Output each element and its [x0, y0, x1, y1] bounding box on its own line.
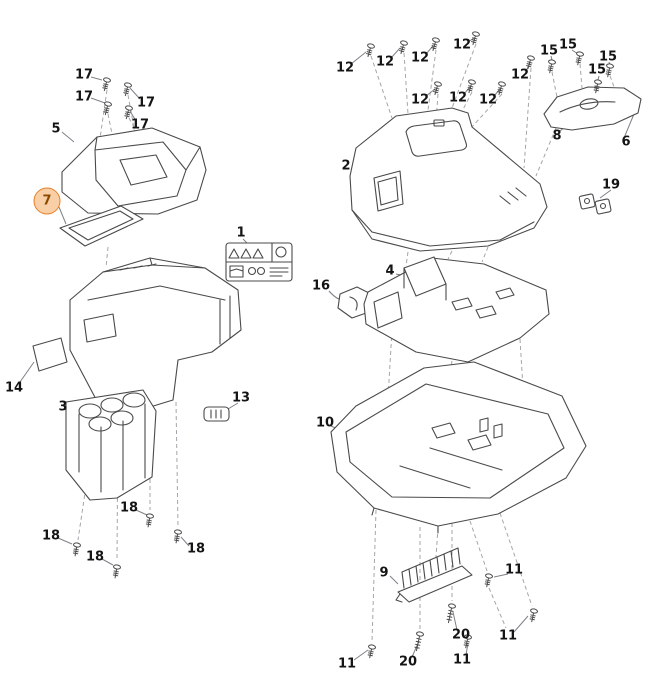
part-callout-17[interactable]: 17	[136, 95, 156, 111]
part-19-connectors[interactable]	[578, 193, 612, 215]
part-callout-12[interactable]: 12	[452, 37, 472, 53]
part-callout-12[interactable]: 12	[335, 60, 355, 76]
part-callout-16[interactable]: 16	[311, 278, 331, 294]
part-callout-19[interactable]: 19	[601, 177, 621, 193]
part-callout-12[interactable]: 12	[448, 90, 468, 106]
part-callout-18[interactable]: 18	[119, 500, 139, 516]
part-callout-17[interactable]: 17	[130, 117, 150, 133]
part-callout-12[interactable]: 12	[375, 54, 395, 70]
part-callout-9[interactable]: 9	[379, 565, 389, 581]
part-callout-18[interactable]: 18	[85, 549, 105, 565]
part-callout-2[interactable]: 2	[341, 158, 351, 174]
part-callout-14[interactable]: 14	[4, 380, 24, 396]
part-callout-15[interactable]: 15	[587, 62, 607, 78]
part-callout-6[interactable]: 6	[621, 134, 631, 150]
part-13-clip[interactable]	[203, 406, 230, 422]
part-callout-15[interactable]: 15	[598, 49, 618, 65]
part-callout-11[interactable]: 11	[504, 562, 524, 578]
part-2-upper-housing[interactable]	[349, 107, 548, 252]
part-callout-12[interactable]: 12	[510, 67, 530, 83]
part-callout-12[interactable]: 12	[478, 92, 498, 108]
part-callout-4[interactable]: 4	[385, 263, 395, 279]
part-14-foam-pad[interactable]	[32, 337, 68, 372]
part-9-comb[interactable]	[395, 547, 473, 603]
part-callout-20[interactable]: 20	[451, 627, 471, 643]
part-callout-7-selected[interactable]: 7	[33, 187, 61, 215]
part-callout-18[interactable]: 18	[41, 528, 61, 544]
part-1-warning-label[interactable]	[225, 242, 293, 282]
part-callout-17[interactable]: 17	[74, 89, 94, 105]
part-callout-10[interactable]: 10	[315, 415, 335, 431]
part-6-8-handle[interactable]	[543, 86, 642, 131]
part-callout-17[interactable]: 17	[74, 67, 94, 83]
part-callout-18[interactable]: 18	[186, 541, 206, 557]
part-callout-11[interactable]: 11	[452, 652, 472, 668]
part-5-hood[interactable]	[61, 127, 207, 215]
part-callout-11[interactable]: 11	[337, 656, 357, 672]
part-7-frame-gasket[interactable]	[59, 205, 144, 247]
part-4-chassis-frame[interactable]	[363, 256, 550, 363]
callout-leader-ticks	[19, 37, 635, 661]
part-10-base-plate[interactable]	[330, 361, 587, 534]
part-callout-12[interactable]: 12	[410, 92, 430, 108]
part-callout-3[interactable]: 3	[58, 399, 68, 415]
part-callout-20[interactable]: 20	[398, 654, 418, 670]
part-3-battery[interactable]	[65, 389, 157, 501]
part-callout-5[interactable]: 5	[51, 121, 61, 137]
part-callout-11[interactable]: 11	[498, 628, 518, 644]
part-callout-8[interactable]: 8	[552, 128, 562, 144]
part-callout-15[interactable]: 15	[539, 43, 559, 59]
part-callout-1[interactable]: 1	[236, 225, 246, 241]
part-callout-12[interactable]: 12	[410, 50, 430, 66]
part-callout-15[interactable]: 15	[558, 37, 578, 53]
part-callout-13[interactable]: 13	[231, 390, 251, 406]
